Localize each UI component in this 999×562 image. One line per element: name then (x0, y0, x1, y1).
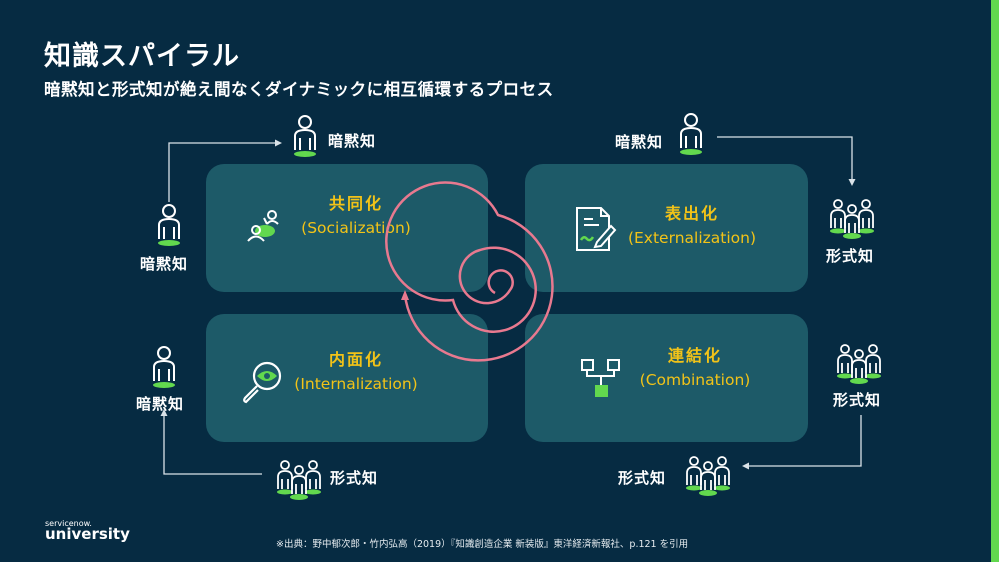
quadrant-title: 共同化 (Socialization) (301, 194, 411, 237)
label-explicit: 形式知 (833, 391, 882, 409)
servicenow-university-logo: servicenow. university (45, 519, 130, 543)
document-pen-icon (575, 206, 617, 252)
group-icon (275, 459, 323, 501)
spiral-arrowhead-icon (401, 290, 409, 300)
accent-side-bar (991, 0, 999, 562)
citation-note: ※出典：野中郁次郎・竹内弘高（2019）『知識創造企業 新装版』東洋経済新報社、… (276, 539, 689, 550)
label-tacit: 暗黙知 (136, 395, 185, 413)
page-title: 知識スパイラル (44, 41, 240, 72)
quadrant-title: 表出化 (Externalization) (627, 204, 757, 247)
quadrant-title: 連結化 (Combination) (639, 346, 751, 389)
person-icon (149, 345, 179, 389)
quadrant-title: 内面化 (Internalization) (294, 350, 418, 393)
label-tacit: 暗黙知 (140, 255, 189, 273)
label-explicit: 形式知 (618, 469, 667, 487)
people-conversation-icon (244, 204, 284, 244)
person-icon (676, 112, 706, 156)
quadrant-internalization: 内面化 (Internalization) (206, 314, 488, 442)
label-tacit: 暗黙知 (615, 133, 664, 151)
quadrant-combination: 連結化 (Combination) (525, 314, 808, 442)
group-icon (828, 198, 876, 240)
magnifier-eye-icon (240, 360, 286, 404)
label-tacit: 暗黙知 (328, 132, 377, 150)
person-icon (154, 203, 184, 247)
group-icon (684, 455, 732, 497)
page-subtitle: 暗黙知と形式知が絶え間なくダイナミックに相互循環するプロセス (44, 80, 554, 99)
person-icon (290, 114, 320, 158)
quadrant-socialization: 共同化 (Socialization) (206, 164, 488, 292)
spiral-icon (385, 181, 554, 362)
hierarchy-icon (581, 359, 623, 401)
label-explicit: 形式知 (826, 247, 875, 265)
label-explicit: 形式知 (330, 469, 379, 487)
group-icon (835, 343, 883, 385)
quadrant-externalization: 表出化 (Externalization) (525, 164, 808, 292)
